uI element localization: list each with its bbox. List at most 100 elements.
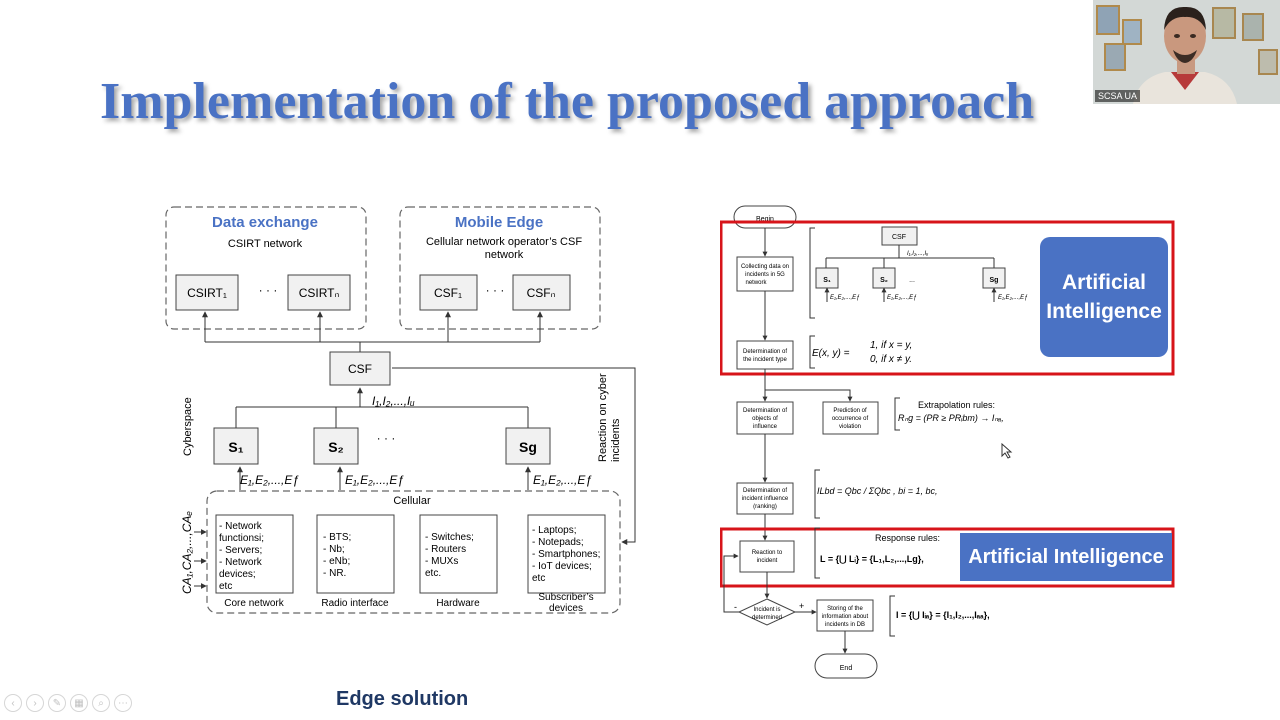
- prediction-line1: Prediction of: [833, 408, 867, 414]
- incident-flowchart: Begin Collecting data on incidents in 5G…: [720, 205, 1175, 679]
- decision-node: [737, 598, 797, 626]
- prediction-line2: occurrence of: [832, 416, 869, 422]
- incident-set-label: I₁,I₂,...,Iᵤ: [372, 394, 415, 408]
- ai-badge-line1: Artificial: [1061, 271, 1147, 294]
- csf-dots: · · ·: [486, 283, 505, 297]
- ai-badge-wide-label: Artificial Intelligence: [968, 545, 1164, 568]
- storing-line1: Storing of the: [827, 606, 863, 612]
- subscriber-devices-box: [527, 514, 606, 594]
- core-items-item: - Network: [219, 557, 263, 568]
- sub-items-item: etc: [532, 573, 545, 584]
- prediction-node: [822, 401, 879, 435]
- core-items-item: - Network: [219, 521, 263, 532]
- incident-type-node: [736, 340, 794, 370]
- events-sg: E₁,E₂,...,Eƒ: [533, 473, 592, 487]
- collect-data-node: [736, 256, 794, 292]
- csirt1-label: CSIRT₁: [187, 286, 227, 300]
- flow-events-sg: E₁,E₂,...,Eƒ: [998, 295, 1028, 301]
- flow-events-s1: E₁,E₂,...,Eƒ: [830, 295, 860, 301]
- flow-csf-label: CSF: [892, 234, 906, 241]
- end-node: [814, 653, 878, 679]
- data-exchange-title: Data exchange: [212, 214, 318, 231]
- flow-sg-label: Sg: [990, 277, 999, 284]
- grid-icon: ▦: [74, 697, 84, 709]
- core-items-item: etc: [219, 581, 232, 592]
- csfN-box: [512, 274, 571, 311]
- pen-tool-button[interactable]: ✎: [48, 694, 66, 712]
- reaction-label-line2: incidents: [610, 418, 622, 462]
- begin-label: Begin: [756, 216, 774, 223]
- response-title: Response rules:: [875, 533, 940, 543]
- mouse-cursor-icon: [1001, 443, 1013, 459]
- ranking-line1: Determination of: [743, 488, 787, 494]
- ca-vector-label: CA₁,CA₂,...,CAₑ: [180, 511, 194, 594]
- more-options-button[interactable]: ⋯: [114, 694, 132, 712]
- extrapolation-formula: Rₙg = (PR ≥ PRᵢbm) → Iₙₐ,: [898, 413, 1004, 423]
- operator-line1: Cellular network operator’s CSF: [426, 236, 582, 248]
- radio-items-item: - BTS;: [323, 532, 351, 543]
- csf1-box: [419, 274, 478, 311]
- flow-incidents: I₁,I₂,...,Iᵤ: [907, 251, 928, 257]
- csirtN-box: [287, 274, 351, 311]
- presenter-image: [1093, 0, 1280, 104]
- slide-title: Implementation of the proposed approach: [100, 73, 1035, 130]
- radio-interface-box: [316, 514, 395, 594]
- zoom-button[interactable]: ⌕: [92, 694, 110, 712]
- ranking-line2: incident influence: [742, 496, 789, 502]
- cellular-label: Cellular: [393, 495, 431, 507]
- objects-line1: Determination of: [743, 408, 787, 414]
- s-dots: · · ·: [377, 431, 396, 445]
- reaction-line2: incident: [757, 558, 778, 564]
- s2-label: S₂: [328, 439, 344, 455]
- see-all-slides-button[interactable]: ▦: [70, 694, 88, 712]
- cellular-architecture-diagram: Data exchange CSIRT network CSIRT₁ · · ·…: [165, 206, 636, 614]
- next-slide-button[interactable]: ›: [26, 694, 44, 712]
- ai-badge-large: Artificial Intelligence: [1040, 237, 1168, 357]
- sg-box: [505, 427, 551, 465]
- csf-box: [329, 351, 391, 386]
- csf-label: CSF: [348, 362, 372, 376]
- hw-items-item: - Routers: [425, 544, 466, 555]
- slideshow-toolbar: ‹ › ✎ ▦ ⌕ ⋯: [4, 694, 132, 712]
- reaction-label-line1: Reaction on cyber: [597, 373, 609, 462]
- ai-highlight-box-top: [720, 220, 1175, 376]
- s1-box: [213, 427, 259, 465]
- events-s1: E₁,E₂,...,Eƒ: [240, 473, 299, 487]
- core-network-box: [215, 514, 294, 594]
- s1-label: S₁: [228, 439, 243, 455]
- formula-e-case1: 1, if x = y,: [870, 340, 912, 351]
- decision-line1: Incident is: [753, 607, 780, 613]
- core-items-item: functionsi;: [219, 533, 264, 544]
- prediction-line3: violation: [839, 424, 861, 430]
- zoom-icon: ⌕: [98, 697, 104, 709]
- ranking-line3: (ranking): [753, 504, 777, 510]
- s2-box: [313, 427, 359, 465]
- hw-items-item: etc.: [425, 568, 441, 579]
- csfN-label: CSFₙ: [527, 286, 556, 300]
- formula-e-case2: 0, if x ≠ y.: [870, 354, 912, 365]
- csirt-dots: · · ·: [259, 283, 278, 297]
- prev-slide-button[interactable]: ‹: [4, 694, 22, 712]
- cyberspace-label: Cyberspace: [182, 397, 194, 456]
- flow-events-s2: E₁,E₂,...,Eƒ: [887, 295, 917, 301]
- pen-icon: ✎: [52, 697, 62, 709]
- core-items-item: devices;: [219, 569, 256, 580]
- hardware-box: [419, 514, 498, 594]
- core-items-item: - Servers;: [219, 545, 262, 556]
- sub-items-item: - Smartphones;: [532, 549, 600, 560]
- decision-minus: -: [734, 602, 737, 612]
- more-icon: ⋯: [118, 697, 128, 709]
- events-s2: E₁,E₂,...,Eƒ: [345, 473, 404, 487]
- core-network-label: Core network: [224, 598, 284, 609]
- collect-line2: incidents in 5G: [745, 272, 785, 278]
- end-label: End: [840, 665, 853, 672]
- decision-plus: +: [799, 601, 804, 611]
- ai-badge-wide: Artificial Intelligence: [960, 533, 1172, 581]
- sub-items-item: - IoT devices;: [532, 561, 592, 572]
- ai-badge-line2: Intelligence: [1046, 300, 1162, 323]
- flow-s-dots: ...: [909, 277, 915, 284]
- radio-items-item: - NR.: [323, 568, 346, 579]
- collect-line3: network: [745, 280, 767, 286]
- incident-type-line2: the incident type: [743, 357, 787, 363]
- storing-formula: I = {⋃ Iᵢₐ} = {I₁,I₂,...,Iₐₐ},: [896, 610, 990, 621]
